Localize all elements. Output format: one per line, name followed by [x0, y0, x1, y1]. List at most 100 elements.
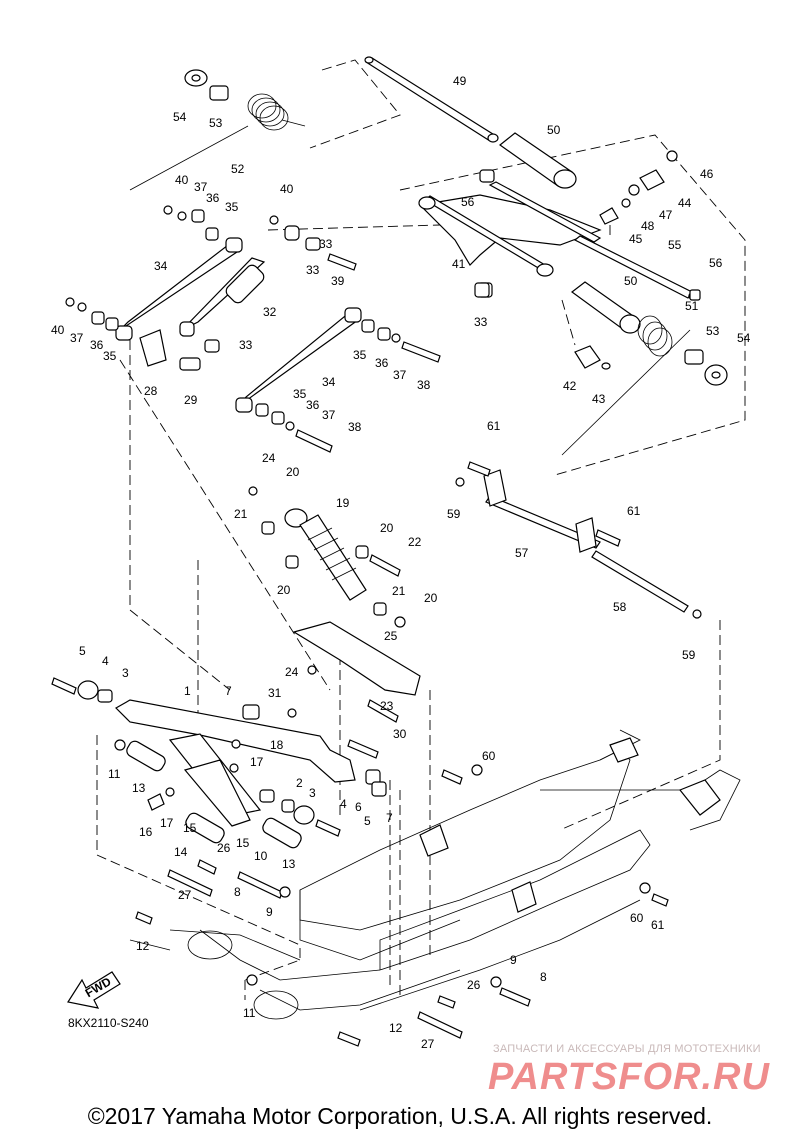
part-callout-label: 40: [51, 323, 65, 337]
rail-hardware: [337, 764, 669, 1047]
part-callout-label: 61: [487, 419, 501, 433]
part-callout-label: 38: [348, 420, 362, 434]
part-callout-label: 15: [183, 821, 197, 835]
part-callout-label: 20: [286, 465, 300, 479]
part-callout-label: 59: [447, 507, 461, 521]
part-callout-label: 10: [254, 849, 268, 863]
part-callout-label: 36: [306, 398, 320, 412]
part-callout-label: 5: [364, 814, 371, 828]
part-callout-label: 33: [239, 338, 253, 352]
part-callout-label: 18: [270, 738, 284, 752]
part-callout-label: 25: [384, 629, 398, 643]
part-callout-label: 12: [389, 1021, 403, 1035]
part-callout-label: 16: [139, 825, 153, 839]
part-callout-label: 37: [393, 368, 407, 382]
part-callout-label: 9: [510, 953, 517, 967]
part-callout-label: 36: [375, 356, 389, 370]
part-callout-label: 5: [79, 644, 86, 658]
part-callout-label: 26: [467, 978, 481, 992]
part-callout-label: 45: [629, 232, 643, 246]
part-callout-label: 46: [700, 167, 714, 181]
part-callout-label: 47: [659, 208, 673, 222]
part-callout-label: 15: [236, 836, 250, 850]
part-callout-label: 2: [296, 776, 303, 790]
part-callout-label: 53: [706, 324, 720, 338]
part-callout-label: 13: [282, 857, 296, 871]
part-callout-label: 34: [154, 259, 168, 273]
part-callout-label: 24: [285, 665, 299, 679]
part-callout-label: 21: [234, 507, 248, 521]
part-callout-label: 8: [234, 885, 241, 899]
part-callout-label: 42: [563, 379, 577, 393]
rear-pivot-assembly: [129, 56, 728, 456]
part-callout-label: 22: [408, 535, 422, 549]
watermark-logo: PARTSFOR.RU: [488, 1056, 770, 1098]
part-callout-label: 26: [217, 841, 231, 855]
part-callout-label: 7: [386, 811, 393, 825]
part-callout-label: 29: [184, 393, 198, 407]
part-callout-label: 27: [178, 888, 192, 902]
part-callout-label: 44: [678, 196, 692, 210]
rear-rods: [455, 461, 702, 619]
part-callout-label: 19: [336, 496, 350, 510]
part-callout-label: 14: [174, 845, 188, 859]
part-callout-label: 38: [417, 378, 431, 392]
part-callout-label: 32: [263, 305, 277, 319]
part-callout-label: 33: [319, 237, 333, 251]
part-callout-label: 52: [231, 162, 245, 176]
front-arm-assembly: [51, 621, 421, 986]
part-callout-label: 12: [136, 939, 150, 953]
part-callout-label: 13: [132, 781, 146, 795]
part-callout-label: 39: [331, 274, 345, 288]
part-callout-label: 48: [641, 219, 655, 233]
part-callout-label: 20: [277, 583, 291, 597]
part-callout-label: 55: [668, 238, 682, 252]
part-callout-label: 40: [175, 173, 189, 187]
part-callout-label: 37: [70, 331, 84, 345]
watermark-tagline: ЗАПЧАСТИ И АКСЕССУАРЫ ДЛЯ МОТОТЕХНИКИ: [493, 1043, 761, 1055]
copyright-notice: ©2017 Yamaha Motor Corporation, U.S.A. A…: [87, 1103, 713, 1129]
part-callout-label: 31: [268, 686, 282, 700]
part-callout-label: 28: [144, 384, 158, 398]
part-callout-label: 61: [651, 918, 665, 932]
part-callout-label: 17: [160, 816, 174, 830]
fwd-arrow-icon: FWD: [67, 971, 121, 1009]
part-callout-label: 60: [482, 749, 496, 763]
part-callout-label: 37: [194, 180, 208, 194]
part-callout-label: 40: [280, 182, 294, 196]
part-callout-label: 60: [630, 911, 644, 925]
part-callout-label: 35: [353, 348, 367, 362]
part-callout-label: 20: [380, 521, 394, 535]
part-callout-label: 56: [709, 256, 723, 270]
part-callout-label: 11: [243, 1006, 256, 1020]
part-callout-label: 56: [461, 195, 475, 209]
part-callout-label: 4: [102, 654, 109, 668]
part-callout-label: 33: [306, 263, 320, 277]
part-callout-label: 9: [266, 905, 273, 919]
part-callout-label: 61: [627, 504, 641, 518]
part-callout-label: 58: [613, 600, 627, 614]
part-callout-label: 41: [452, 257, 466, 271]
part-callout-label: 50: [547, 123, 561, 137]
part-callout-label: 21: [392, 584, 406, 598]
part-callout-label: 50: [624, 274, 638, 288]
part-callout-label: 36: [206, 191, 220, 205]
assembly-dashed-lines: [96, 59, 746, 1000]
part-callout-label: 20: [424, 591, 438, 605]
part-callout-label: 7: [225, 684, 232, 698]
part-callout-label: 6: [355, 800, 362, 814]
part-callout-label: 3: [122, 666, 129, 680]
part-callout-label: 3: [309, 786, 316, 800]
part-callout-label: 54: [737, 331, 751, 345]
part-callout-label: 35: [225, 200, 239, 214]
link-arms: [65, 205, 490, 453]
part-callout-label: 37: [322, 408, 336, 422]
part-callout-label: 36: [90, 338, 104, 352]
part-callout-label: 35: [293, 387, 307, 401]
part-callout-label: 30: [393, 727, 407, 741]
part-callout-label: 54: [173, 110, 187, 124]
part-callout-label: 59: [682, 648, 696, 662]
part-callout-label: 17: [250, 755, 264, 769]
part-callout-label: 49: [453, 74, 467, 88]
